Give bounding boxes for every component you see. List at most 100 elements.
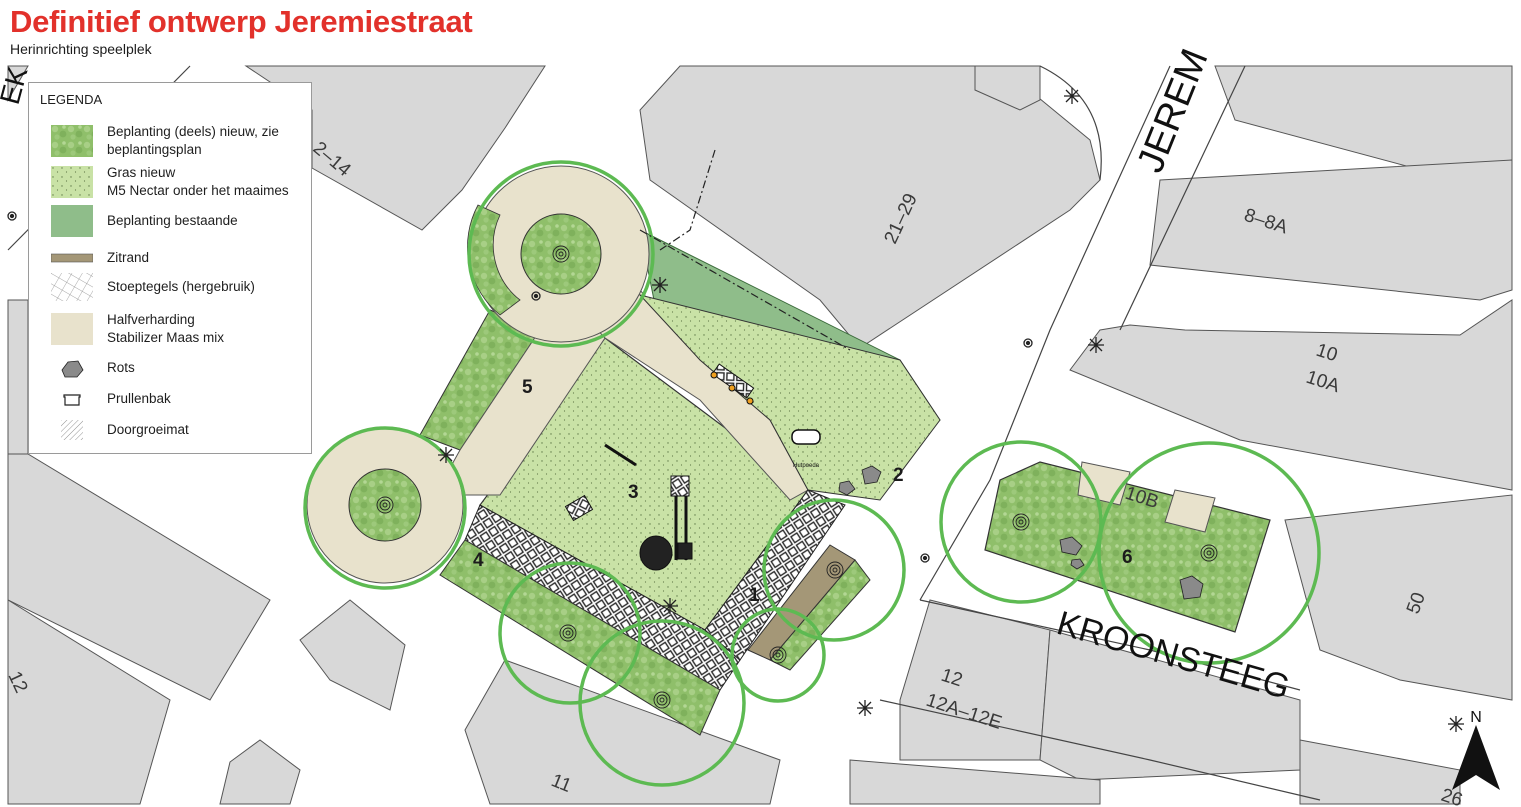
north-label: N [1470, 709, 1482, 726]
legend-label-line: Beplanting bestaande [107, 213, 238, 228]
legend-label-line: Zitrand [107, 250, 150, 265]
tree-canopy-circle [303, 426, 467, 590]
legend-item-grass-new: Gras nieuw M5 Nectar onder het maaimes [29, 164, 309, 200]
grass-new-swatch [51, 166, 93, 198]
lamp-icon [7, 211, 17, 221]
playground-sign-label: Hutpoeda [793, 463, 820, 469]
lamp-icon [531, 291, 541, 301]
tree-canopy-circle [939, 440, 1103, 604]
page-subtitle: Herinrichting speelplek [10, 41, 152, 57]
legend-label-line: Halfverharding [107, 312, 195, 327]
rock-icon [838, 480, 856, 496]
building-small-1 [299, 599, 406, 711]
building-block-21-29 [639, 65, 1101, 349]
legend-label-line: M5 Nectar onder het maaimes [107, 183, 289, 198]
tree-canopy-circle [578, 619, 746, 787]
tree-canopies [303, 160, 1321, 787]
legend-label-line: Prullenbak [107, 391, 171, 406]
building-block-8-8a [1149, 159, 1513, 301]
grow-mat-swatch [51, 420, 93, 440]
legend-label-line: Stabilizer Maas mix [107, 330, 225, 345]
building-left-strip [7, 299, 29, 455]
tree-canopy-circle [498, 561, 642, 705]
header: Definitief ontwerp Jeremiestraat Herinri… [10, 4, 473, 57]
tree-trunk-icon [769, 646, 787, 664]
planting-new-swatch [51, 125, 93, 157]
tower-icon [670, 475, 690, 497]
legend: LEGENDA Beplanting (deels) nieuw, zie be… [28, 82, 312, 454]
zone-label-3: 3 [628, 482, 639, 503]
building-block-12-right [1039, 629, 1301, 781]
zone-label-6: 6 [1122, 547, 1133, 568]
asterisk-marker-icon [438, 447, 454, 463]
tree-trunk-icon [1200, 544, 1218, 562]
page-title: Definitief ontwerp Jeremiestraat [10, 4, 473, 39]
legend-item-bin: Prullenbak [29, 390, 309, 408]
climbing-dome-icon [639, 535, 673, 571]
jeremiestraat-edge-east [1119, 65, 1246, 331]
asterisk-marker-icon [652, 277, 668, 293]
street-lines [7, 65, 1321, 801]
legend-label-line: Rots [107, 360, 135, 375]
legend-item-grow-mat: Doorgroeimat [29, 420, 309, 440]
planting-existing-swatch [51, 205, 93, 237]
zone-label-1: 1 [749, 585, 760, 606]
seating-edge-swatch [51, 253, 93, 263]
tree-trunk-icon [552, 245, 570, 263]
swing-icon [564, 494, 594, 522]
building-bottom-right [1299, 739, 1461, 805]
building-block-bottom [849, 759, 1101, 805]
jeremiestraat-edge-west [919, 65, 1171, 601]
semi-paving-swatch [51, 313, 93, 345]
building-small-2 [219, 739, 301, 805]
zone-label-2: 2 [893, 465, 904, 486]
legend-item-planting-new: Beplanting (deels) nieuw, zie beplanting… [29, 123, 309, 159]
asterisk-marker-icon [662, 598, 678, 614]
rock-icon [1059, 536, 1083, 556]
paving-tiles-swatch [51, 273, 93, 301]
tree-canopy-circle [762, 498, 906, 642]
rock-icon [1070, 558, 1085, 570]
legend-item-planting-existing: Beplanting bestaande [29, 205, 309, 237]
markers [7, 88, 1464, 732]
asterisk-marker-icon [857, 700, 873, 716]
planting-area-4 [439, 539, 721, 736]
rocks [838, 465, 1204, 600]
rock-icon [861, 465, 882, 485]
building-block-50 [1284, 494, 1513, 701]
round-plaza-top [467, 165, 650, 343]
building-block-2-14 [244, 65, 546, 231]
planting-area-1 [769, 559, 871, 671]
buildings [7, 65, 1513, 805]
asterisk-marker-icon [1064, 88, 1080, 104]
play-equipment [564, 363, 821, 571]
tree-trunk-icon [559, 624, 577, 642]
legend-item-paving-tiles: Stoeptegels (hergebruik) [29, 273, 309, 301]
seesaw-icon [604, 443, 637, 467]
tree-trunk-icon [1012, 513, 1030, 531]
legend-label-line: Gras nieuw [107, 165, 176, 180]
lamp-icon [920, 553, 930, 563]
tree-trunk-icon [376, 496, 394, 514]
building-small-top [974, 65, 1041, 111]
legend-item-seating-edge: Zitrand [29, 249, 309, 267]
tree-trunk-icon [653, 691, 671, 709]
tree-trunk-icon [826, 561, 844, 579]
kroonsteeg-edge-south [879, 699, 1321, 801]
legend-label-line: Stoeptegels (hergebruik) [107, 279, 255, 294]
tree-canopy-circle [467, 160, 655, 348]
building-left-bottom [7, 599, 171, 805]
legend-label-line: Doorgroeimat [107, 422, 189, 437]
rock-icon [1179, 575, 1204, 600]
building-block-10 [1069, 299, 1513, 491]
zone-label-4: 4 [473, 550, 484, 571]
kroonsteeg-edge-north [919, 599, 1301, 691]
rock-icon [51, 358, 93, 378]
building-corner-tl [7, 65, 29, 102]
bin-icon [51, 391, 93, 407]
tree-canopy-circle [1097, 441, 1321, 665]
asterisk-marker-icon [1448, 716, 1464, 732]
legend-item-rock: Rots [29, 358, 309, 378]
semi-paving-6b [1164, 489, 1216, 533]
